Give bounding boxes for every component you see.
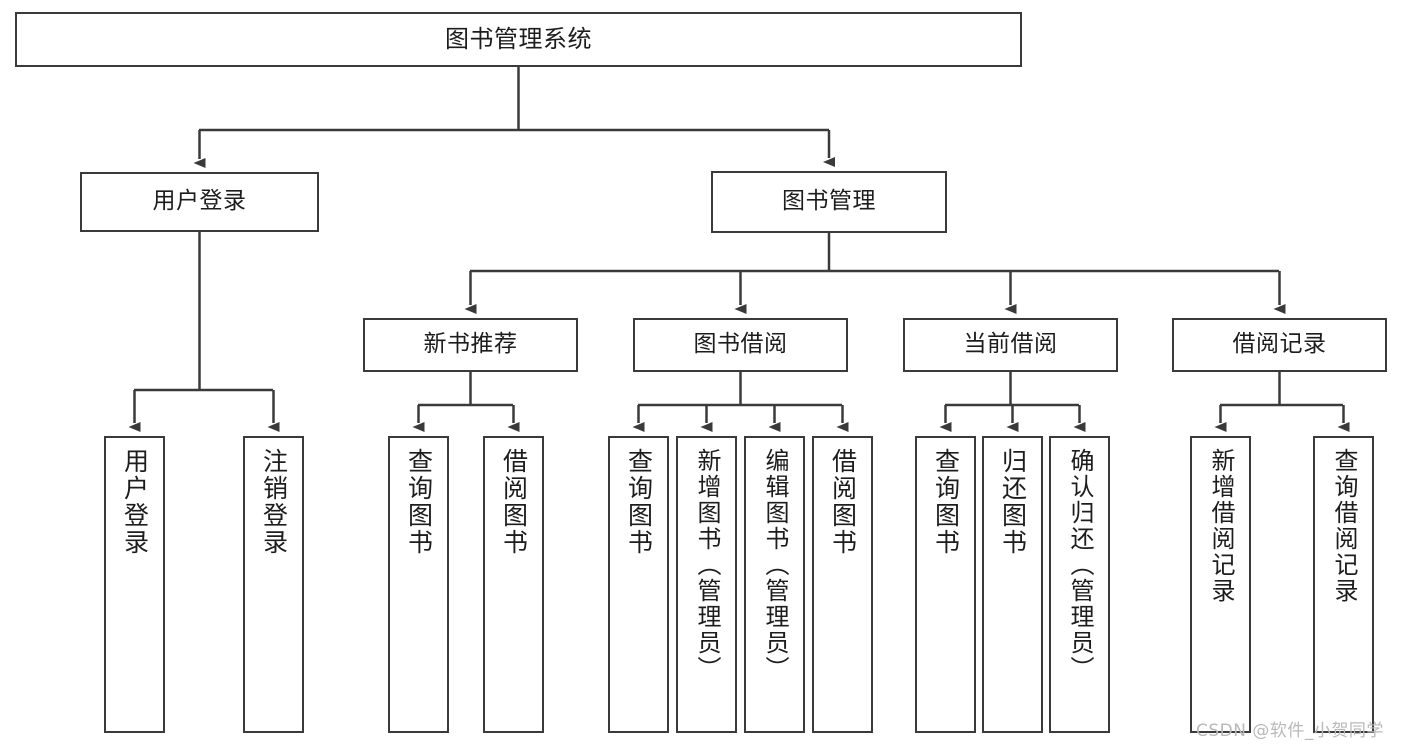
node-label: 查询图书 [931,448,961,556]
node-label: 用户登录 [152,188,247,215]
node-label: 新增借阅记录 [1206,448,1235,604]
node-label: 查询图书 [404,448,434,556]
node-label: 查询借阅记录 [1329,448,1358,604]
node-label: 确认归还（管理员） [1065,448,1094,682]
node-leaf-confirm-return[interactable]: 确认归还（管理员） [1049,436,1110,733]
node-label: 借阅图书 [828,448,858,556]
node-label: 归还图书 [998,448,1028,556]
node-leaf-borrow-book-a[interactable]: 借阅图书 [483,436,544,733]
node-label: 新书推荐 [423,331,518,358]
node-label: 新增图书（管理员） [692,448,721,682]
node-book-manage[interactable]: 图书管理 [711,171,947,233]
node-leaf-add-record[interactable]: 新增借阅记录 [1190,436,1251,733]
node-leaf-query-book-b[interactable]: 查询图书 [608,436,669,733]
node-user-login[interactable]: 用户登录 [80,172,319,232]
node-leaf-query-book-a[interactable]: 查询图书 [388,436,449,733]
csdn-watermark: CSDN @软件_小贺同学 [1196,721,1384,741]
node-leaf-logout[interactable]: 注销登录 [243,436,304,733]
node-label: 借阅图书 [499,448,529,556]
node-leaf-add-book[interactable]: 新增图书（管理员） [676,436,737,733]
node-current-borrow[interactable]: 当前借阅 [903,318,1118,372]
node-new-book-rec[interactable]: 新书推荐 [363,318,578,372]
node-label: 当前借阅 [963,331,1058,358]
node-book-borrow[interactable]: 图书借阅 [633,318,848,372]
node-leaf-query-record[interactable]: 查询借阅记录 [1313,436,1374,733]
node-label: 借阅记录 [1232,331,1327,358]
node-label: 图书管理系统 [445,25,592,54]
node-leaf-edit-book[interactable]: 编辑图书（管理员） [744,436,805,733]
node-borrow-record[interactable]: 借阅记录 [1172,318,1387,372]
node-root[interactable]: 图书管理系统 [15,12,1022,67]
node-label: 用户登录 [120,448,150,556]
node-leaf-borrow-book-b[interactable]: 借阅图书 [812,436,873,733]
node-label: 注销登录 [259,448,289,556]
node-leaf-user-login[interactable]: 用户登录 [104,436,165,733]
node-label: 查询图书 [624,448,654,556]
node-label: 图书管理 [782,188,876,215]
node-leaf-query-book-c[interactable]: 查询图书 [915,436,976,733]
node-label: 编辑图书（管理员） [760,448,789,682]
node-leaf-return-book[interactable]: 归还图书 [982,436,1043,733]
node-label: 图书借阅 [693,331,788,358]
